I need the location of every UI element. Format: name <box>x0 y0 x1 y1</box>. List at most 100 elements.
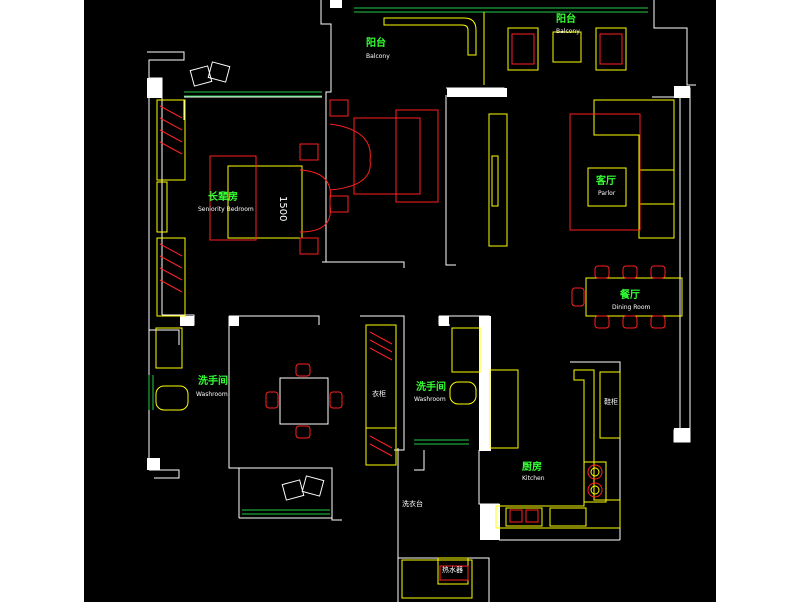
hangers <box>369 331 393 457</box>
door-swing <box>299 169 331 201</box>
room-label-kitchen: 厨房 <box>522 460 542 473</box>
wall-laundry-right <box>414 450 425 471</box>
room-label-washroom-center-en: Washroom <box>414 396 446 403</box>
study-chair <box>265 391 279 409</box>
kitchen-appliance <box>525 509 539 523</box>
balcony-table <box>552 31 582 63</box>
stove <box>583 461 607 503</box>
washbasin <box>451 327 481 373</box>
wardrobe-center <box>365 324 397 466</box>
dining-chair <box>571 287 585 307</box>
left-basin <box>155 327 183 369</box>
room-label-washroom-left: 洗手间 <box>198 374 228 387</box>
wall-block <box>439 316 449 326</box>
wall-center-bottom <box>239 467 333 480</box>
coffee-table <box>587 167 627 207</box>
wall-center-left <box>228 316 240 518</box>
door-swing <box>299 204 331 233</box>
wall-bedroom-divider <box>322 261 405 268</box>
room-label-washroom-center: 洗手间 <box>416 380 446 393</box>
wall-balcony-top <box>320 0 332 263</box>
furniture-yellow <box>155 12 683 599</box>
room-label-balcony-top-en: Balcony <box>366 53 390 60</box>
kitchen-sink <box>505 507 543 527</box>
wall-kitchen-right <box>570 361 621 540</box>
wardrobe-upper <box>156 99 186 181</box>
dining-chair <box>594 265 610 279</box>
wall-block <box>147 458 160 470</box>
wall-top-right <box>653 0 696 86</box>
wall-block <box>674 428 690 442</box>
balcony-chair <box>595 27 627 71</box>
dining-chair <box>622 265 638 279</box>
tv <box>491 155 499 207</box>
furniture-red <box>159 33 666 581</box>
dining-chair <box>650 315 666 329</box>
wall-right-outer <box>652 87 691 443</box>
window-seat <box>156 181 168 233</box>
balcony-chair-cushion <box>599 33 623 65</box>
burner <box>590 485 600 495</box>
wall-bottom-room <box>331 480 342 521</box>
wall-block <box>480 504 500 540</box>
nightstand <box>329 99 349 117</box>
cushion <box>207 61 231 83</box>
door-swing <box>329 123 371 161</box>
hangers <box>159 105 183 293</box>
wall-lower-left <box>149 469 180 479</box>
walls <box>147 0 696 602</box>
annotation-wardrobe: 衣柜 <box>372 389 386 398</box>
wall-block <box>447 88 507 97</box>
wall-left-washroom <box>149 329 180 345</box>
balcony-chair-cushion <box>511 33 535 65</box>
room-label-balcony-right: 阳台 <box>556 12 576 25</box>
laundry-cabinet <box>401 559 473 599</box>
room-label-senior-bedroom-en: Seniority Bedroom <box>198 206 254 213</box>
toilet <box>449 381 477 405</box>
stove-ring <box>587 464 603 480</box>
room-label-senior-bedroom: 长辈房 <box>208 190 238 203</box>
parlor-sofa <box>593 99 675 239</box>
nightstand <box>329 195 349 213</box>
study-chair <box>295 363 311 377</box>
dimension-label: 1500 <box>277 196 288 221</box>
room-label-dining: 餐厅 <box>619 288 640 301</box>
floor-plan-drawing: 阳台 Balcony 阳台 Balcony 长辈房 Seniority Bedr… <box>147 0 696 602</box>
tv-cabinet <box>488 113 508 247</box>
wall-block <box>674 86 690 98</box>
floor-plan-canvas: 阳台 Balcony 阳台 Balcony 长辈房 Seniority Bedr… <box>84 0 716 602</box>
room-label-washroom-left-en: Washroom <box>196 391 228 398</box>
wardrobe-lower <box>156 237 186 317</box>
wall-parlor-left <box>445 95 456 266</box>
balcony-chair <box>507 27 539 71</box>
labels: 阳台 Balcony 阳台 Balcony 长辈房 Seniority Bedr… <box>196 12 651 574</box>
cushion <box>301 475 325 497</box>
wall-blocks <box>147 0 690 540</box>
kitchen-worktop <box>549 507 587 527</box>
dining-chair <box>594 315 610 329</box>
kitchen-appliance <box>509 509 523 523</box>
wall-bottom-laundry <box>398 557 490 602</box>
wall-block <box>330 0 342 8</box>
parlor-rug <box>569 113 641 231</box>
wall-block <box>229 316 239 326</box>
burner <box>590 467 600 477</box>
wall-center-block <box>229 315 320 325</box>
stove-ring <box>587 482 603 498</box>
wall-block <box>147 78 162 98</box>
annotation-shoe-cabinet: 鞋柜 <box>604 397 618 406</box>
master-bed-frame <box>395 109 439 203</box>
kitchen-fridge <box>489 369 519 449</box>
wall-block <box>180 316 194 326</box>
room-label-parlor-en: Parlor <box>598 190 616 197</box>
left-toilet <box>155 385 189 411</box>
senior-bed <box>227 165 303 239</box>
windows <box>148 7 648 515</box>
dining-chair <box>622 315 638 329</box>
study-furniture <box>189 61 329 501</box>
study-table <box>279 377 329 425</box>
water-heater <box>439 565 469 581</box>
master-bed <box>353 117 421 195</box>
wall-block <box>479 316 491 451</box>
